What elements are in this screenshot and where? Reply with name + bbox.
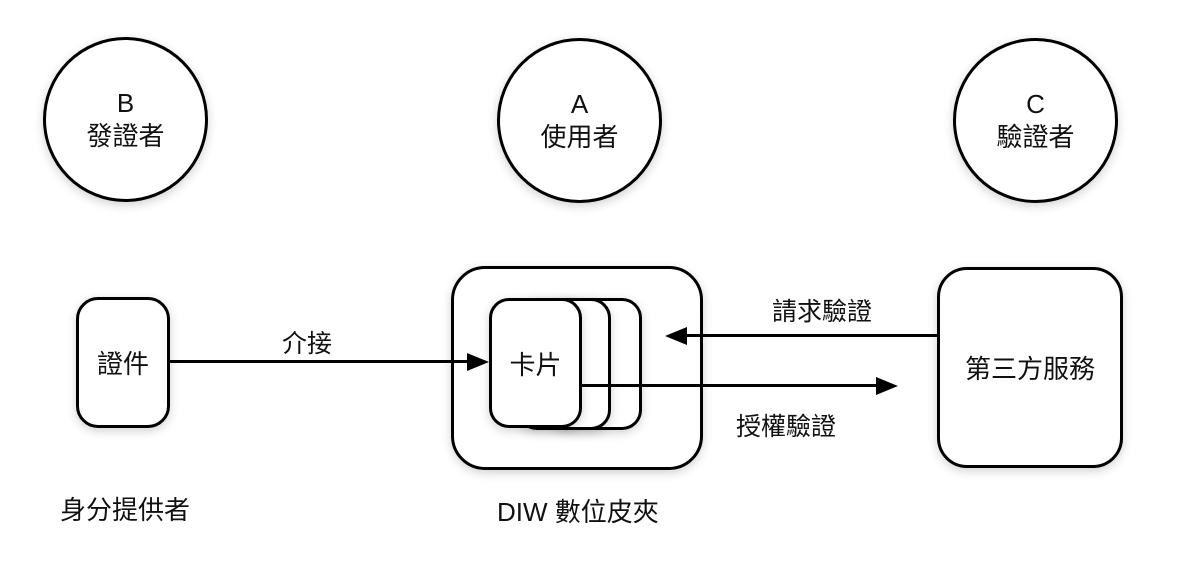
wallet-card-label: 卡片 xyxy=(509,349,562,380)
credential-box: 證件 xyxy=(76,297,170,428)
actor-circle-issuer: B 發證者 xyxy=(43,37,208,202)
arrow-integrate-head-icon xyxy=(467,353,489,371)
arrow-authorize-verify-line xyxy=(582,384,878,387)
actor-circle-verifier: C 驗證者 xyxy=(953,38,1118,203)
arrow-authorize-verify-head-icon xyxy=(876,377,898,395)
arrow-integrate-line xyxy=(170,360,470,363)
arrow-request-verify-head-icon xyxy=(665,327,687,345)
third-party-box-label: 第三方服務 xyxy=(964,354,1095,384)
caption-identity-provider: 身分提供者 xyxy=(60,495,191,525)
wallet-card-front: 卡片 xyxy=(489,298,582,428)
caption-wallet: DIW 數位皮夾 xyxy=(497,497,659,527)
third-party-box: 第三方服務 xyxy=(937,267,1123,468)
actor-circle-user: A 使用者 xyxy=(497,38,662,203)
arrow-authorize-verify-label: 授權驗證 xyxy=(735,413,837,441)
actor-letter: C xyxy=(1026,89,1045,119)
actor-letter: B xyxy=(116,88,135,118)
arrow-request-verify-label: 請求驗證 xyxy=(771,298,873,326)
actor-name: 發證者 xyxy=(86,120,165,151)
arrow-request-verify-line xyxy=(683,334,937,337)
actor-name: 驗證者 xyxy=(996,121,1075,152)
actor-letter: A xyxy=(570,89,589,119)
actor-name: 使用者 xyxy=(540,121,619,152)
credential-box-label: 證件 xyxy=(96,349,149,379)
arrow-integrate-label: 介接 xyxy=(281,330,333,358)
